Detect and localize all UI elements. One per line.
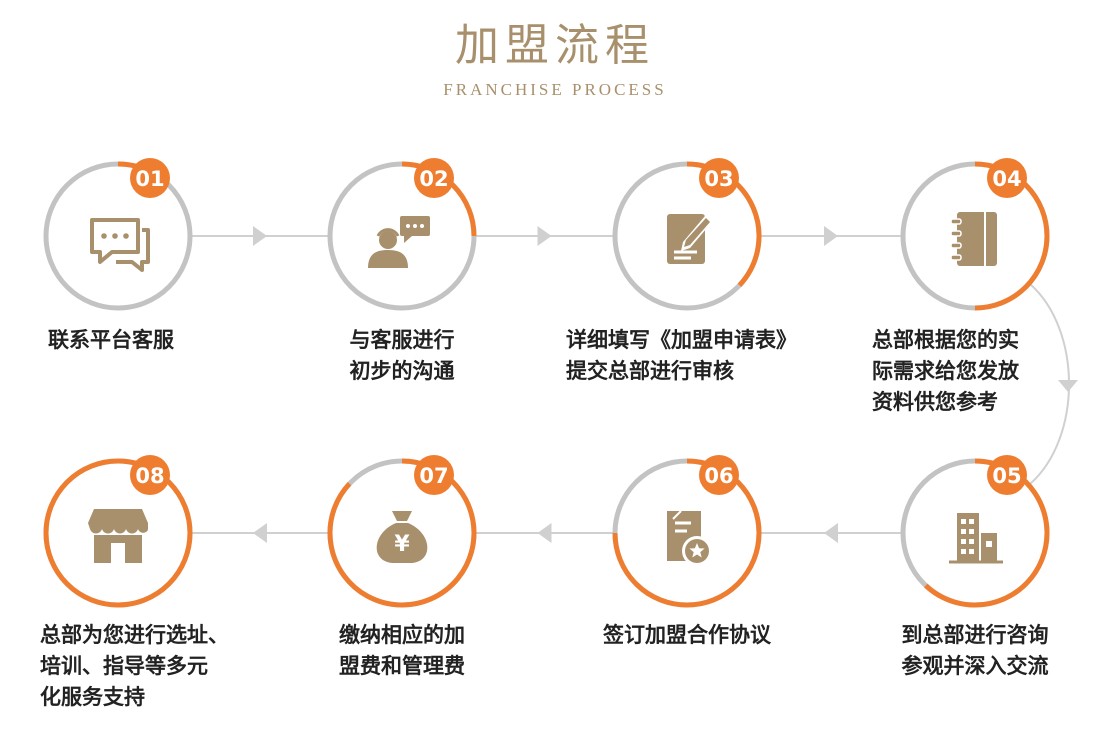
step-node: 07 ¥	[327, 455, 477, 608]
step-ring-progress	[401, 161, 477, 237]
step-label: 缴纳相应的加 盟费和管理费	[339, 623, 465, 678]
step-label: 详细填写《加盟申请表》 提交总部进行审核	[566, 328, 797, 383]
step-ring-progress	[327, 458, 477, 608]
page-subtitle: FRANCHISE PROCESS	[443, 80, 667, 99]
step-label: 联系平台客服	[48, 328, 174, 352]
customer-service-icon	[368, 216, 430, 268]
step-number-badge	[987, 455, 1027, 495]
step-number-badge	[987, 158, 1027, 198]
chat-bubbles-icon	[90, 218, 150, 272]
step-label: 总部为您进行选址、 培训、指导等多元 化服务支持	[40, 623, 229, 709]
page-title: 加盟流程	[455, 20, 655, 71]
step-number-badge	[699, 455, 739, 495]
step-node: 08	[43, 455, 193, 608]
building-icon	[949, 513, 1003, 564]
step-label: 与客服进行 初步的沟通	[349, 328, 455, 383]
connector-arrow	[537, 226, 552, 246]
svg-text:¥: ¥	[394, 532, 410, 557]
step-number: 06	[704, 464, 733, 488]
step-node: 04	[900, 158, 1050, 311]
step-label: 总部根据您的实 际需求给您发放 资料供您参考	[872, 328, 1019, 414]
step-number: 02	[419, 167, 448, 191]
step-ring-progress	[43, 458, 193, 608]
step-number-badge	[699, 158, 739, 198]
step-number-badge	[414, 455, 454, 495]
step-number: 04	[992, 167, 1021, 191]
step-node: 01	[43, 158, 193, 311]
step-number: 01	[135, 167, 164, 191]
notebook-icon	[950, 212, 997, 266]
money-bag-icon: ¥	[376, 511, 428, 563]
step-number: 05	[992, 464, 1021, 488]
connector-arrow	[824, 226, 838, 246]
form-edit-icon	[667, 214, 712, 264]
connector-arrow	[537, 523, 552, 543]
step-number-badge	[130, 455, 170, 495]
connector-arrow	[1058, 380, 1078, 392]
step-number-badge	[414, 158, 454, 198]
step-node: 02	[327, 158, 477, 311]
step-number: 08	[135, 464, 164, 488]
step-node: 03	[612, 158, 762, 311]
connector-arrow	[824, 523, 838, 543]
step-number-badge	[130, 158, 170, 198]
connector-arrow	[253, 523, 267, 543]
contract-icon	[667, 510, 712, 566]
connector-arrow	[253, 226, 267, 246]
step-label: 到总部进行咨询 参观并深入交流	[901, 623, 1049, 678]
step-node: 05	[900, 455, 1050, 608]
shop-icon	[88, 509, 148, 563]
step-label: 签订加盟合作协议	[603, 623, 771, 647]
step-number: 07	[419, 464, 448, 488]
step-node: 06	[612, 455, 762, 608]
step-number: 03	[704, 167, 733, 191]
